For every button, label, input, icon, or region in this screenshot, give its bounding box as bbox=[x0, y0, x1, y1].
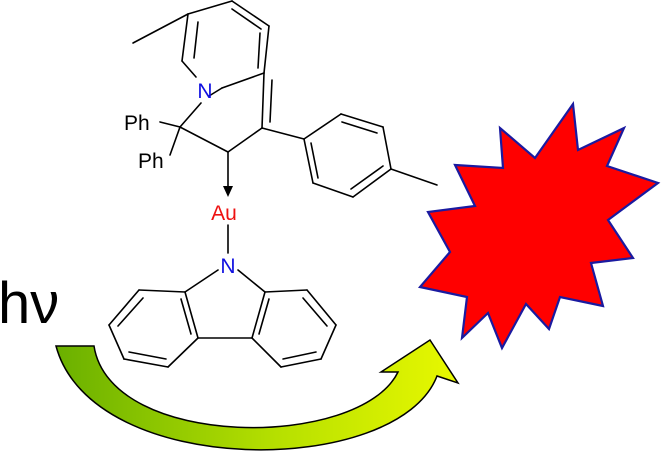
molecule-bonds bbox=[108, 0, 438, 368]
explosion-burst-icon bbox=[417, 100, 661, 351]
phenyl-label-lower: Ph bbox=[138, 150, 164, 173]
gold-label: Au bbox=[211, 202, 237, 225]
photon-label: hν bbox=[0, 271, 59, 336]
nitrogen-label-carbazole: N bbox=[220, 255, 235, 278]
curved-arrow-icon bbox=[55, 338, 460, 451]
dative-arrowhead bbox=[223, 186, 233, 197]
phenyl-label-upper: Ph bbox=[124, 112, 150, 135]
nitrogen-label-pyridinium: N bbox=[197, 80, 212, 103]
